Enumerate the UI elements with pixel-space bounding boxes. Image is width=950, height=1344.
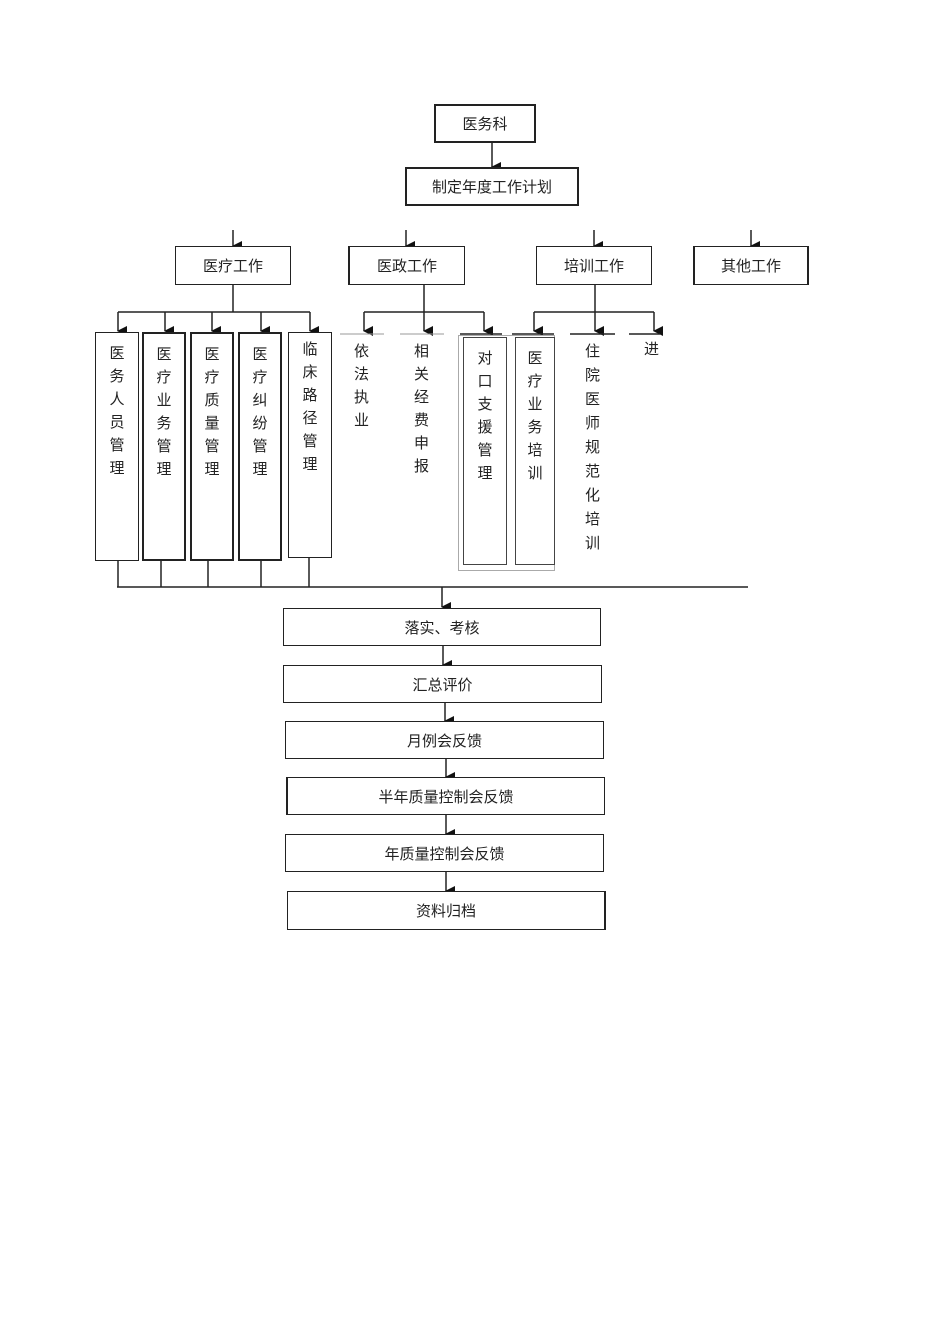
category-other-work: 其他工作 <box>693 246 809 285</box>
plan-label: 制定年度工作计划 <box>431 178 552 196</box>
root-node: 医务科 <box>434 104 536 143</box>
node-legal-practice: 依法执业 <box>351 343 372 435</box>
node-label: 住院医师规范化培训 <box>583 343 601 559</box>
category-admin-work: 医政工作 <box>348 246 465 285</box>
node-label: 对口支援管理 <box>475 350 494 488</box>
node-counterpart-support-management: 对口支援管理 <box>463 337 507 565</box>
category-medical-work: 医疗工作 <box>175 246 291 285</box>
node-label: 临床路径管理 <box>300 341 319 479</box>
flow-half-year-qc-feedback: 半年质量控制会反馈 <box>286 777 605 815</box>
node-label: 医务人员管理 <box>107 345 126 483</box>
node-medical-business-training: 医疗业务培训 <box>515 337 555 565</box>
flow-archive-records: 资料归档 <box>287 891 606 930</box>
flow-label: 落实、考核 <box>404 618 480 637</box>
node-label: 医疗质量管理 <box>202 346 221 484</box>
node-label: 依法执业 <box>352 343 370 435</box>
node-medical-quality-management: 医疗质量管理 <box>190 332 234 561</box>
flow-label: 半年质量控制会反馈 <box>378 787 514 806</box>
flow-label: 资料归档 <box>415 902 476 920</box>
category-label: 其他工作 <box>720 257 781 275</box>
flow-annual-qc-feedback: 年质量控制会反馈 <box>285 834 604 872</box>
category-label: 培训工作 <box>563 257 624 275</box>
node-advanced-study: 进 <box>641 341 662 364</box>
flow-implement-assess: 落实、考核 <box>283 608 601 646</box>
node-label: 相关经费申报 <box>412 343 430 481</box>
node-medical-dispute-management: 医疗纠纷管理 <box>238 332 282 561</box>
root-label: 医务科 <box>462 115 508 133</box>
node-medical-business-management: 医疗业务管理 <box>142 332 186 561</box>
node-label: 医疗纠纷管理 <box>250 346 269 484</box>
flow-monthly-meeting-feedback: 月例会反馈 <box>285 721 604 759</box>
flow-label: 汇总评价 <box>412 675 473 694</box>
category-training-work: 培训工作 <box>536 246 652 285</box>
category-label: 医疗工作 <box>202 257 263 275</box>
node-funding-declaration: 相关经费申报 <box>411 343 432 481</box>
node-staff-management: 医务人员管理 <box>95 332 139 561</box>
plan-node: 制定年度工作计划 <box>405 167 579 206</box>
node-label: 进 <box>642 341 660 364</box>
flow-label: 年质量控制会反馈 <box>384 844 505 863</box>
node-resident-standardized-training: 住院医师规范化培训 <box>582 343 603 559</box>
flow-label: 月例会反馈 <box>406 731 482 750</box>
node-label: 医疗业务培训 <box>525 350 544 488</box>
category-label: 医政工作 <box>376 257 437 275</box>
flow-summary-evaluation: 汇总评价 <box>283 665 602 703</box>
node-clinical-pathway-management: 临床路径管理 <box>288 332 332 558</box>
node-label: 医疗业务管理 <box>154 346 173 484</box>
